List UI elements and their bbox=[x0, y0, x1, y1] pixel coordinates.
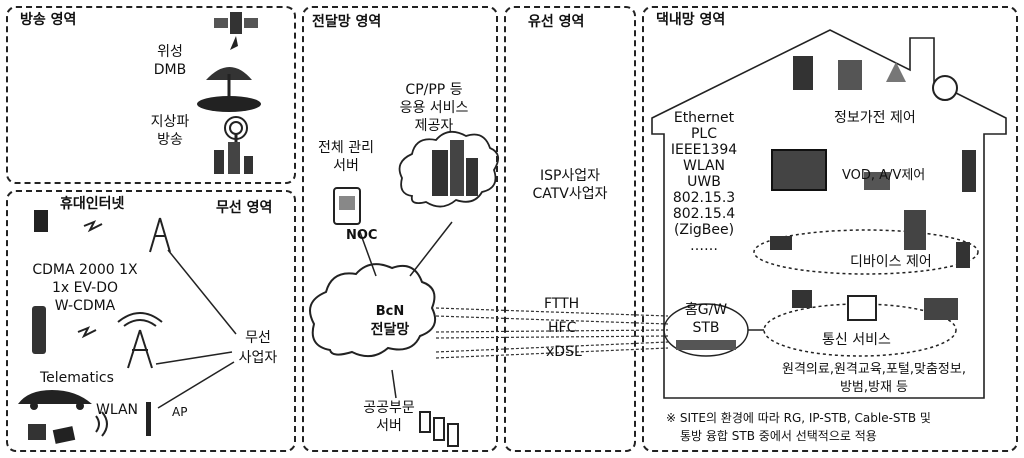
comm-detail-2: 방범,방재 등 bbox=[839, 380, 909, 395]
device-control-ellipse bbox=[753, 229, 979, 275]
home-title: 댁내망 영역 bbox=[656, 12, 726, 28]
public-server-icon bbox=[419, 411, 459, 447]
camera-icon bbox=[932, 75, 958, 101]
broadcast-panel bbox=[6, 6, 296, 184]
handset-icon bbox=[32, 306, 46, 354]
broadcast-title: 방송 영역 bbox=[20, 12, 77, 28]
wireless-title: 무선 영역 bbox=[216, 200, 273, 216]
note-line-1: ※ SITE의 환경에 따라 RG, IP-STB, Cable-STB 및 bbox=[666, 411, 931, 425]
wifi-waves-icon bbox=[95, 411, 108, 437]
mgmt-server-label-1: 전체 관리 bbox=[318, 140, 374, 156]
bcn-label-1: BcN bbox=[375, 304, 405, 319]
satellite-dmb-label-2: DMB bbox=[153, 62, 187, 78]
home-tech-item: 802.15.4 bbox=[672, 206, 736, 222]
home-tech-item: IEEE1394 bbox=[670, 142, 738, 158]
transport-title: 전달망 영역 bbox=[312, 14, 382, 30]
cdma-label-1: CDMA 2000 1X bbox=[32, 262, 138, 278]
note-line-2: 통방 융합 STB 중에서 선택적으로 적용 bbox=[680, 429, 877, 443]
home-tech-list: Ethernet PLC IEEE1394 WLAN UWB 802.15.3 … bbox=[668, 110, 740, 254]
isp-label: ISP사업자 bbox=[539, 168, 601, 184]
cell-tower-icon bbox=[117, 312, 163, 369]
device-icon bbox=[904, 210, 926, 250]
home-tech-item: (ZigBee) bbox=[673, 222, 735, 238]
home-tech-item: UWB bbox=[687, 174, 721, 190]
signal-bolt-icon bbox=[77, 326, 97, 339]
home-tech-item: 802.15.3 bbox=[672, 190, 736, 206]
transport-panel bbox=[302, 6, 498, 452]
catv-label: CATV사업자 bbox=[532, 186, 608, 202]
satellite-dmb-label-1: 위성 bbox=[157, 44, 183, 60]
laptop-icon bbox=[28, 424, 76, 444]
washer-icon bbox=[838, 60, 862, 90]
cp-cloud-shape bbox=[398, 130, 500, 208]
signal-bolt-icon bbox=[83, 220, 103, 233]
wireless-operator-1: 무선 bbox=[245, 330, 271, 346]
pc-icon bbox=[792, 290, 812, 308]
connector-line bbox=[409, 221, 453, 277]
tv-icon bbox=[771, 149, 827, 191]
mobile-internet-label: 휴대인터넷 bbox=[60, 196, 125, 212]
gateway-label-2: STB bbox=[692, 320, 720, 336]
phone-icon bbox=[847, 295, 877, 321]
av-device-icon bbox=[864, 172, 890, 190]
mgmt-server-label-2: 서버 bbox=[333, 158, 359, 174]
wireless-panel bbox=[6, 190, 296, 452]
home-tech-item: WLAN bbox=[682, 158, 725, 174]
ap-label: AP bbox=[172, 405, 188, 419]
access-links bbox=[435, 307, 669, 359]
wireless-operator-2: 사업자 bbox=[238, 350, 278, 366]
cp-pp-label-2: 응용 서비스 bbox=[399, 100, 469, 116]
wlan-label: WLAN bbox=[96, 402, 139, 418]
connector-line bbox=[391, 369, 397, 399]
public-server-label-2: 서버 bbox=[376, 418, 402, 434]
access-point-icon bbox=[146, 402, 151, 436]
printer-icon bbox=[924, 298, 958, 320]
xdsl-label: xDSL bbox=[546, 344, 582, 360]
ftth-label: FTTH bbox=[544, 296, 580, 312]
noc-label: NOC bbox=[346, 228, 378, 243]
connector-line bbox=[359, 231, 377, 277]
comm-service-label: 통신 서비스 bbox=[822, 332, 891, 348]
cdma-label-3: W-CDMA bbox=[54, 298, 116, 314]
mobile-phone-icon bbox=[34, 210, 48, 232]
info-appliance-label: 정보가전 제어 bbox=[834, 110, 916, 126]
gateway-label-1: 홈G/W bbox=[684, 302, 728, 318]
telematics-label: Telematics bbox=[40, 370, 114, 386]
bcn-cloud-shape bbox=[309, 263, 436, 358]
home-tech-item: Ethernet bbox=[673, 110, 735, 126]
hfc-label: HFC bbox=[548, 320, 577, 336]
wired-panel bbox=[504, 6, 636, 452]
connector-lines bbox=[155, 249, 237, 409]
home-tech-item: PLC bbox=[690, 126, 718, 142]
terrestrial-label-2: 방송 bbox=[157, 132, 183, 148]
bcn-label-2: 전달망 bbox=[370, 322, 410, 338]
cp-pp-label-1: CP/PP 등 bbox=[405, 82, 463, 98]
vod-label: VOD, A/V제어 bbox=[842, 168, 926, 183]
broadcast-tower-icon bbox=[214, 116, 253, 174]
cell-tower-icon bbox=[149, 217, 171, 253]
lamp-icon bbox=[886, 62, 906, 82]
house-outline bbox=[651, 29, 1007, 399]
cp-pp-label-3: 제공자 bbox=[414, 118, 454, 134]
satellite-dish-icon bbox=[197, 67, 261, 112]
comm-service-ellipse bbox=[763, 303, 957, 357]
speaker-icon bbox=[962, 150, 976, 192]
device-icon bbox=[956, 242, 970, 268]
device-control-label: 디바이스 제어 bbox=[850, 254, 932, 270]
refrigerator-icon bbox=[793, 56, 813, 90]
car-icon bbox=[18, 390, 92, 410]
device-icon bbox=[770, 236, 792, 250]
wired-title: 유선 영역 bbox=[528, 14, 585, 30]
comm-detail-1: 원격의료,원격교육,포털,맞춤정보, bbox=[782, 362, 966, 377]
server-icon bbox=[333, 187, 361, 225]
building-icon bbox=[432, 140, 478, 196]
home-tech-item: …… bbox=[690, 238, 718, 254]
terrestrial-label-1: 지상파 bbox=[150, 114, 190, 130]
public-server-label-1: 공공부문 bbox=[363, 400, 415, 416]
satellite-icon bbox=[214, 12, 258, 50]
cdma-label-2: 1x EV-DO bbox=[51, 280, 119, 296]
home-panel bbox=[642, 6, 1018, 452]
